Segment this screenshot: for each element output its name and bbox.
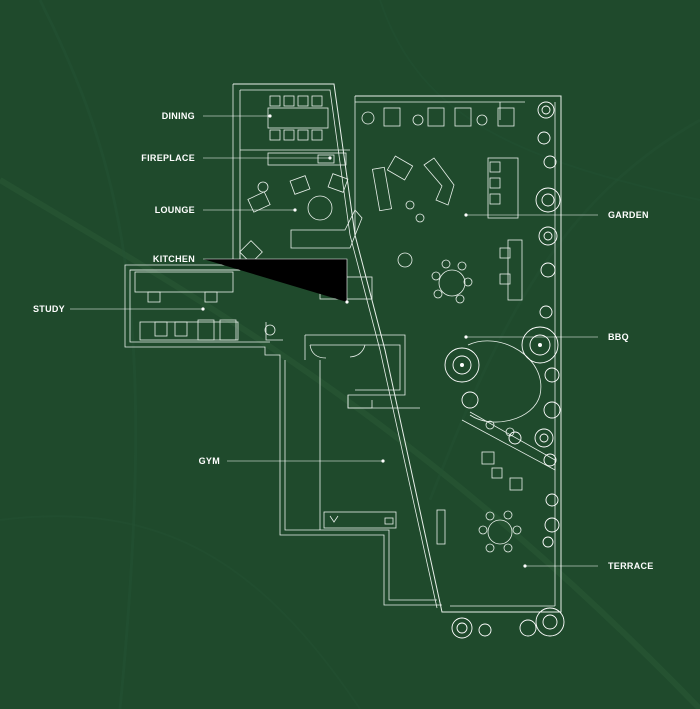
gym-equipment: [323, 509, 446, 545]
terrace-table: [478, 510, 522, 553]
fireplace-unit: [267, 152, 347, 166]
label-gym: GYM: [198, 456, 220, 466]
label-study: STUDY: [32, 304, 65, 314]
doors: [265, 322, 366, 359]
bbq-area: [461, 340, 556, 491]
label-leaders: [70, 114, 598, 568]
trees: [444, 101, 565, 639]
label-kitchen: KITCHEN: [152, 254, 195, 264]
building-outline: [124, 83, 562, 613]
label-fireplace: FIREPLACE: [141, 153, 195, 163]
garden-furniture: [361, 107, 523, 304]
label-lounge: LOUNGE: [154, 205, 195, 215]
label-bbq: BBQ: [608, 332, 629, 342]
dining-table: [267, 95, 329, 141]
study-furniture: [134, 271, 276, 341]
label-terrace: TERRACE: [608, 561, 654, 571]
lounge-furniture: [247, 173, 363, 249]
label-dining: DINING: [161, 111, 195, 121]
label-garden: GARDEN: [608, 210, 649, 220]
